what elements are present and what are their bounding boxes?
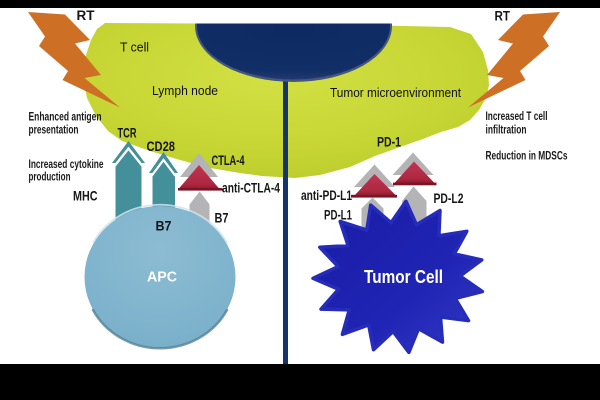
svg-text:Enhanced antigen: Enhanced antigen bbox=[29, 112, 102, 124]
svg-text:Reduction in MDSCs: Reduction in MDSCs bbox=[486, 151, 568, 163]
svg-text:Lymph node: Lymph node bbox=[152, 83, 218, 98]
svg-text:anti-PD-L1: anti-PD-L1 bbox=[301, 188, 352, 203]
svg-text:APC: APC bbox=[147, 270, 178, 286]
svg-text:Increased T cell: Increased T cell bbox=[486, 111, 548, 123]
svg-text:B7: B7 bbox=[215, 211, 229, 226]
svg-text:RT: RT bbox=[495, 9, 511, 24]
svg-text:production: production bbox=[29, 172, 71, 184]
svg-text:T cell: T cell bbox=[120, 40, 149, 55]
svg-text:PD-1: PD-1 bbox=[377, 135, 401, 150]
svg-text:CD28: CD28 bbox=[147, 139, 176, 154]
svg-text:infiltration: infiltration bbox=[486, 125, 527, 137]
svg-text:B7: B7 bbox=[156, 219, 172, 234]
svg-text:Increased cytokine: Increased cytokine bbox=[29, 159, 104, 171]
svg-text:RT: RT bbox=[77, 8, 96, 23]
svg-text:PD-L2: PD-L2 bbox=[434, 191, 464, 206]
svg-text:MHC: MHC bbox=[73, 189, 98, 204]
svg-text:TCR: TCR bbox=[118, 126, 137, 141]
svg-text:CTLA-4: CTLA-4 bbox=[212, 153, 245, 168]
svg-text:anti-CTLA-4: anti-CTLA-4 bbox=[222, 181, 280, 196]
svg-text:presentation: presentation bbox=[29, 125, 79, 137]
svg-text:Tumor Cell: Tumor Cell bbox=[364, 267, 443, 287]
svg-text:PD-L1: PD-L1 bbox=[324, 208, 352, 223]
svg-text:Tumor microenvironment: Tumor microenvironment bbox=[330, 85, 461, 100]
